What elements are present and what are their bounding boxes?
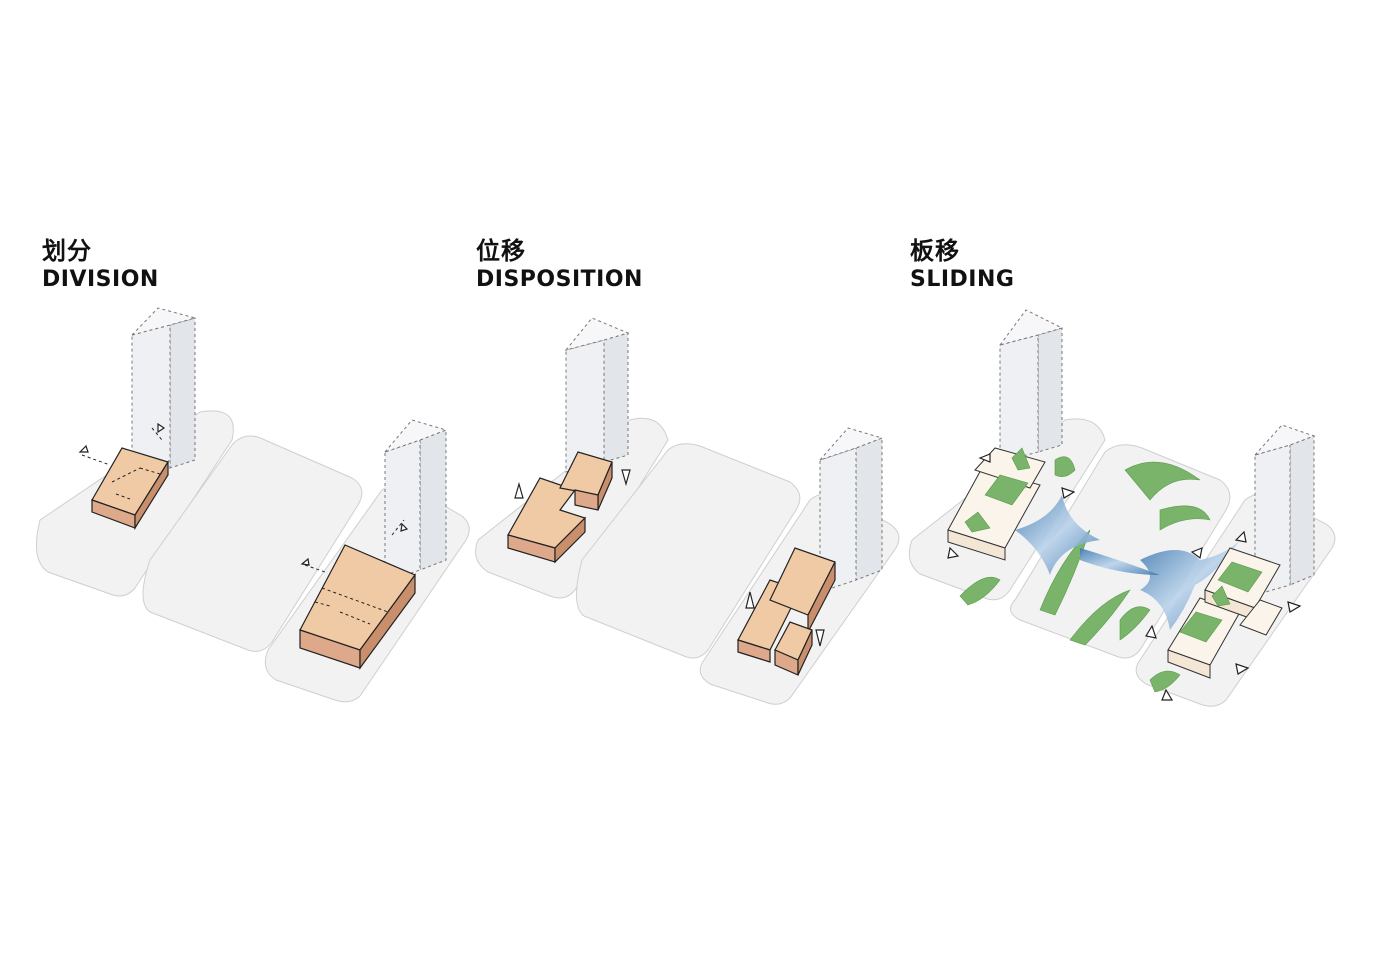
mass-left-shifted (507, 451, 613, 564)
title-zh: 划分 (42, 237, 92, 265)
tower-left (130, 307, 197, 479)
panel-title-division: 划分 DIVISION (42, 236, 159, 294)
flow-paths (1015, 495, 1240, 630)
slabs-left (947, 447, 1046, 561)
mass-left (91, 447, 169, 531)
cut-arrows (78, 422, 409, 573)
title-en: SLIDING (910, 267, 1015, 292)
plot-middle (142, 435, 363, 652)
panel-title-disposition: 位移 DISPOSITION (476, 236, 643, 294)
title-zh: 位移 (476, 237, 526, 265)
slide-arrows (947, 453, 1302, 701)
tower-right (383, 419, 448, 583)
shift-arrows (514, 469, 825, 647)
panel-division (35, 307, 470, 703)
tower-right (1253, 424, 1316, 596)
slabs-right (1167, 547, 1283, 679)
mass-right (299, 544, 416, 670)
tower-left (998, 309, 1064, 463)
panel-disposition (475, 317, 900, 705)
plot-middle (576, 443, 801, 659)
title-zh: 板移 (910, 237, 960, 265)
title-en: DIVISION (42, 267, 159, 292)
plot-middle (1010, 444, 1231, 659)
tower-left (564, 317, 630, 473)
panel-title-sliding: 板移 SLIDING (910, 236, 1014, 294)
panel-sliding (908, 309, 1336, 707)
green-landscape (959, 456, 1211, 693)
tower-right (818, 427, 884, 593)
title-en: DISPOSITION (476, 267, 643, 292)
mass-right-shifted (737, 547, 836, 676)
